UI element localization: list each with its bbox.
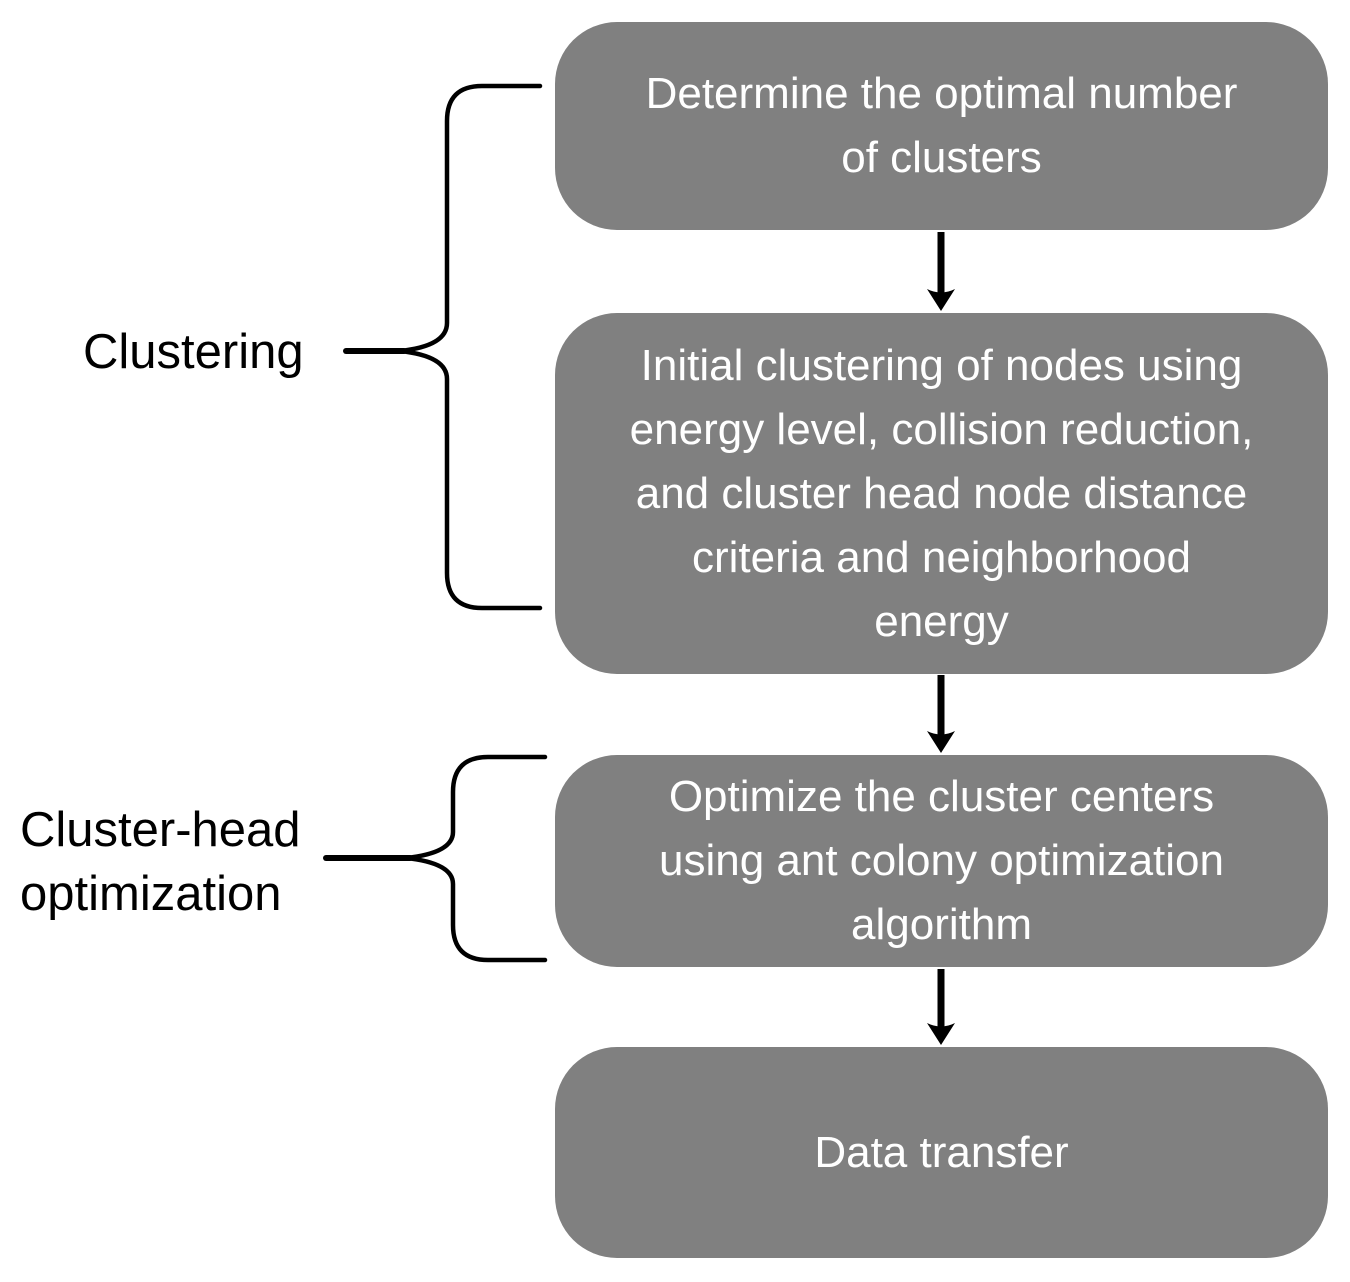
flow-step-initial-clustering: Initial clustering of nodes using energy… (555, 313, 1328, 674)
flow-step-data-transfer: Data transfer (555, 1047, 1328, 1258)
flow-step-optimize-cluster-centers: Optimize the cluster centers using ant c… (555, 755, 1328, 967)
flow-step-determine-clusters-label: Determine the optimal number of clusters (645, 69, 1238, 182)
flow-step-initial-clustering-label: Initial clustering of nodes using energy… (629, 340, 1254, 646)
cluster-head-group-brace (403, 754, 548, 963)
flow-arrow-2-head-icon (927, 731, 955, 753)
group-label-cluster-head-optimization: Cluster-head optimization (20, 803, 301, 921)
clustering-group-brace (397, 83, 543, 611)
group-label-clustering: Clustering (83, 325, 304, 379)
flow-arrow-2 (927, 675, 955, 753)
flow-step-determine-clusters: Determine the optimal number of clusters (555, 22, 1328, 230)
flow-arrow-3-head-icon (927, 1023, 955, 1045)
flow-arrow-3 (927, 969, 955, 1045)
flow-step-data-transfer-label: Data transfer (814, 1127, 1069, 1177)
flow-arrow-1-head-icon (927, 289, 955, 311)
flow-step-optimize-cluster-centers-label: Optimize the cluster centers using ant c… (659, 772, 1224, 949)
flow-arrow-1 (927, 232, 955, 311)
